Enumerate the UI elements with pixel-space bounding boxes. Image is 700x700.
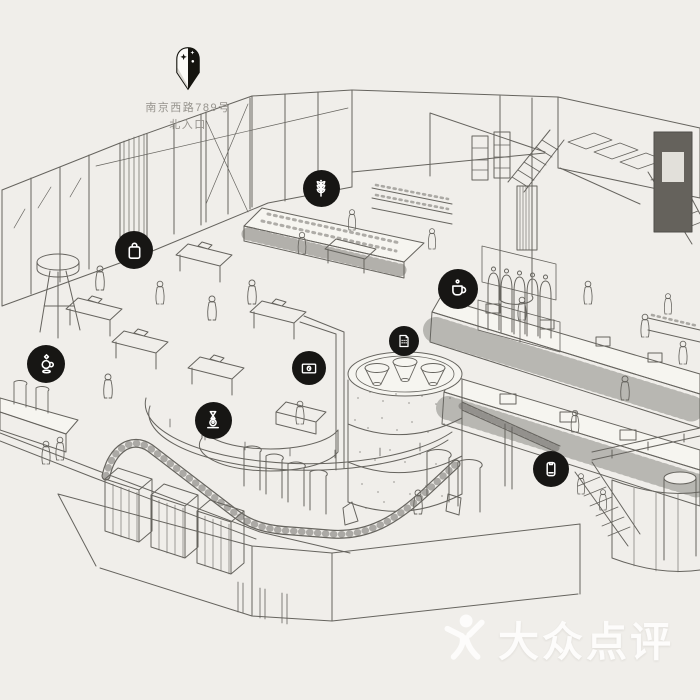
shopping-bag-icon (128, 242, 140, 259)
marker-menu-board[interactable] (389, 326, 419, 356)
coffee-cup-icon (452, 279, 467, 296)
marker-bean-packages[interactable] (533, 451, 569, 487)
framed-bean-icon (301, 363, 317, 374)
drip-coffee-icon (40, 353, 54, 374)
wheat-icon (316, 179, 326, 197)
bean-package-icon (546, 461, 556, 477)
marker-siphon-brewer[interactable] (194, 401, 232, 439)
marker-coffee-bar[interactable] (438, 269, 478, 309)
marker-retail-bags[interactable] (115, 231, 153, 269)
siphon-icon (207, 410, 219, 429)
marker-display-frame[interactable] (292, 351, 326, 385)
marker-bakery[interactable] (302, 169, 340, 207)
marker-coffee-tasting[interactable] (27, 345, 65, 383)
menu-card-icon (399, 334, 409, 348)
door-pin-icon[interactable] (172, 46, 204, 96)
